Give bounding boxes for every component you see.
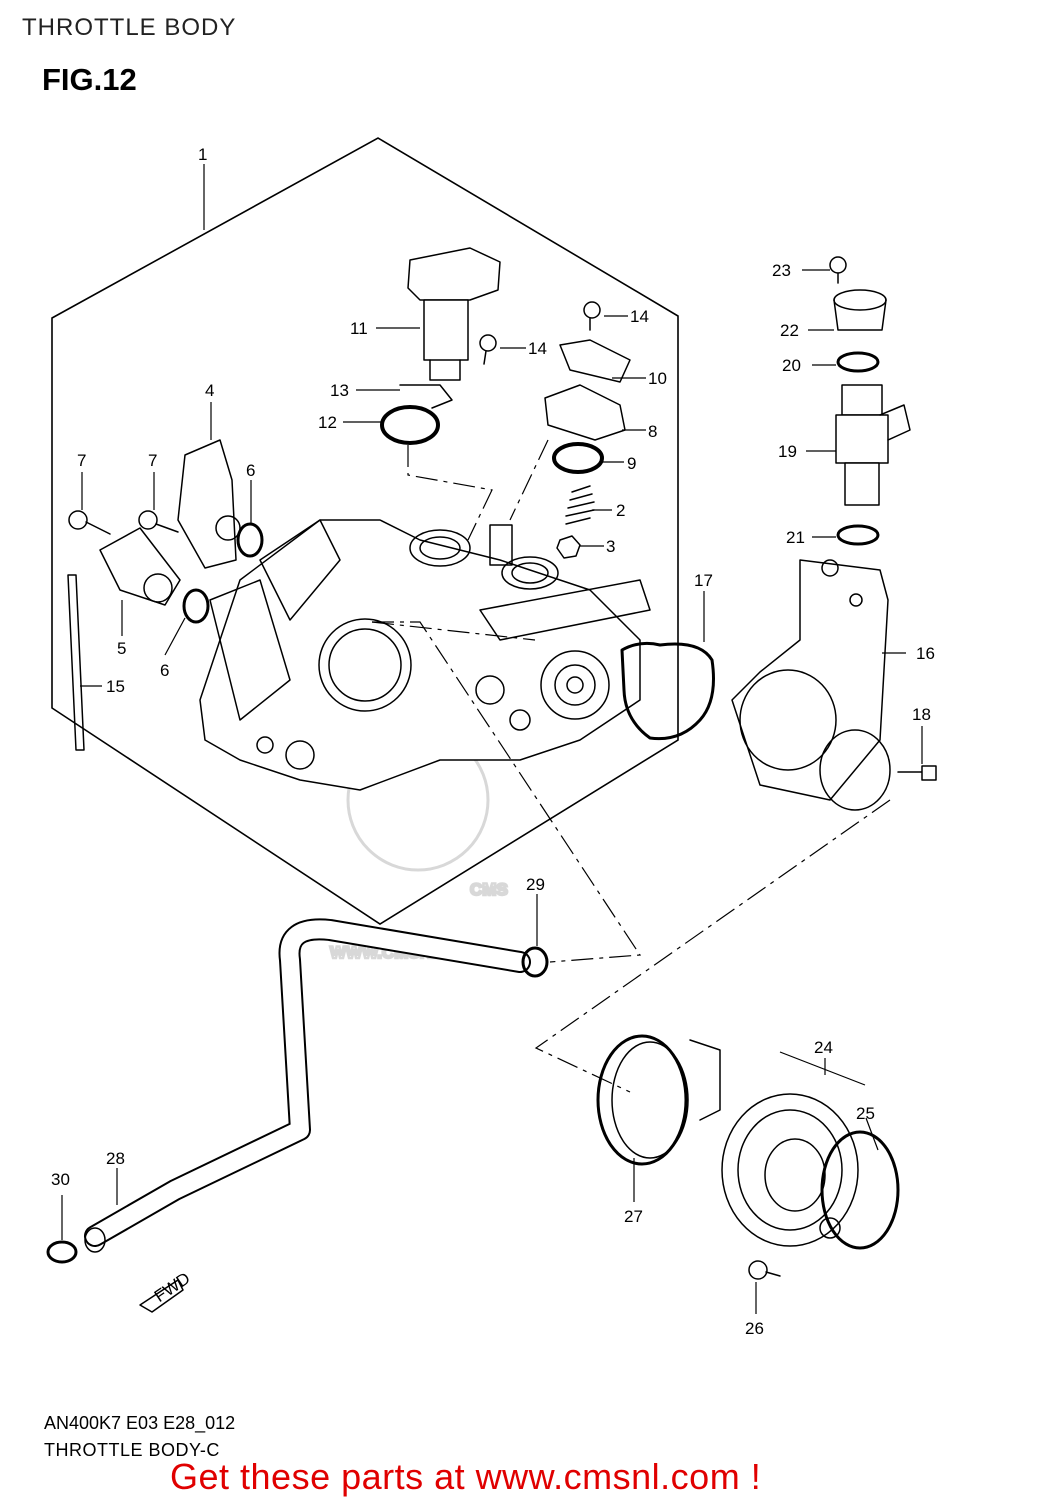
- part-label-1: 1: [198, 145, 207, 164]
- clamp-30: [46, 1240, 78, 1264]
- bolt-18: [897, 765, 937, 781]
- diagram-title: THROTTLE BODY-C: [44, 1440, 220, 1460]
- screw-7b-head: [138, 510, 158, 530]
- spring-2: [565, 485, 595, 525]
- sensor-part-8: [544, 384, 626, 441]
- part-label-16: 16: [916, 644, 935, 663]
- leader-lines: [61, 164, 923, 1314]
- nut-3: [556, 535, 581, 559]
- part-label-15: 15: [106, 677, 125, 696]
- screw-14a-head: [583, 301, 601, 319]
- sensor-part-4: [177, 439, 237, 569]
- screw-23-head: [829, 256, 847, 274]
- screw-7a-head: [68, 510, 88, 530]
- screw-14b-head: [479, 334, 497, 352]
- part-label-21: 21: [786, 528, 805, 547]
- o-ring-6b: [182, 588, 210, 624]
- watermark-logo-text: CMS: [470, 880, 508, 899]
- part-label-14b: 14: [528, 339, 547, 358]
- part-label-26: 26: [745, 1319, 764, 1338]
- part-label-6a: 6: [246, 461, 255, 480]
- part-label-6b: 6: [160, 661, 169, 680]
- cap-22: [833, 289, 887, 331]
- o-ring-25: [820, 1130, 900, 1250]
- part-label-27: 27: [624, 1207, 643, 1226]
- part-label-29: 29: [526, 875, 545, 894]
- fwd-label: FWD: [151, 1269, 194, 1306]
- page-title: THROTTLE BODY: [22, 14, 237, 41]
- throttle-body-assembly: [199, 519, 651, 791]
- manifold-part-16: [731, 559, 891, 811]
- clamp-29: [521, 946, 549, 978]
- part-label-9: 9: [627, 454, 636, 473]
- part-label-17: 17: [694, 571, 713, 590]
- part-label-30: 30: [51, 1170, 70, 1189]
- part-label-13: 13: [330, 381, 349, 400]
- assembly-outline: [51, 137, 679, 925]
- part-label-7a: 7: [77, 451, 86, 470]
- part-label-25: 25: [856, 1104, 875, 1123]
- washer-20: [836, 351, 880, 373]
- clamp-band-27: [596, 1034, 721, 1166]
- bracket-part-5: [99, 527, 181, 606]
- washer-21: [836, 524, 880, 546]
- injector-part-19: [835, 384, 911, 506]
- part-label-5: 5: [117, 639, 126, 658]
- part-label-2: 2: [616, 501, 625, 520]
- o-ring-9: [552, 442, 604, 474]
- part-label-10: 10: [648, 369, 667, 388]
- adapter-part-24: [721, 1093, 859, 1247]
- parts-shop-link[interactable]: Get these parts at www.cmsnl.com !: [170, 1456, 762, 1497]
- o-ring-6a: [236, 522, 264, 558]
- gasket-17: [620, 641, 715, 741]
- part-label-28: 28: [106, 1149, 125, 1168]
- part-label-18: 18: [912, 705, 931, 724]
- part-label-11: 11: [350, 319, 368, 338]
- bolt-26-head: [748, 1260, 768, 1280]
- part-label-8: 8: [648, 422, 657, 441]
- part-label-7b: 7: [148, 451, 157, 470]
- figure-label: FIG.12: [42, 62, 137, 97]
- cable-tie-15: [67, 574, 85, 751]
- part-label-12: 12: [318, 413, 337, 432]
- part-label-22: 22: [780, 321, 799, 340]
- part-label-23: 23: [772, 261, 791, 280]
- sensor-part-11: [407, 247, 501, 381]
- o-ring-12: [380, 405, 440, 445]
- plate-part-10: [559, 339, 631, 383]
- part-label-4: 4: [205, 381, 214, 400]
- part-label-19: 19: [778, 442, 797, 461]
- fwd-arrow-icon: [139, 1279, 184, 1313]
- part-label-3: 3: [606, 537, 615, 556]
- part-label-20: 20: [782, 356, 801, 375]
- model-code: AN400K7 E03 E28_012: [44, 1413, 236, 1433]
- part-label-14a: 14: [630, 307, 649, 326]
- clip-13: [399, 384, 453, 409]
- part-label-24: 24: [814, 1038, 833, 1057]
